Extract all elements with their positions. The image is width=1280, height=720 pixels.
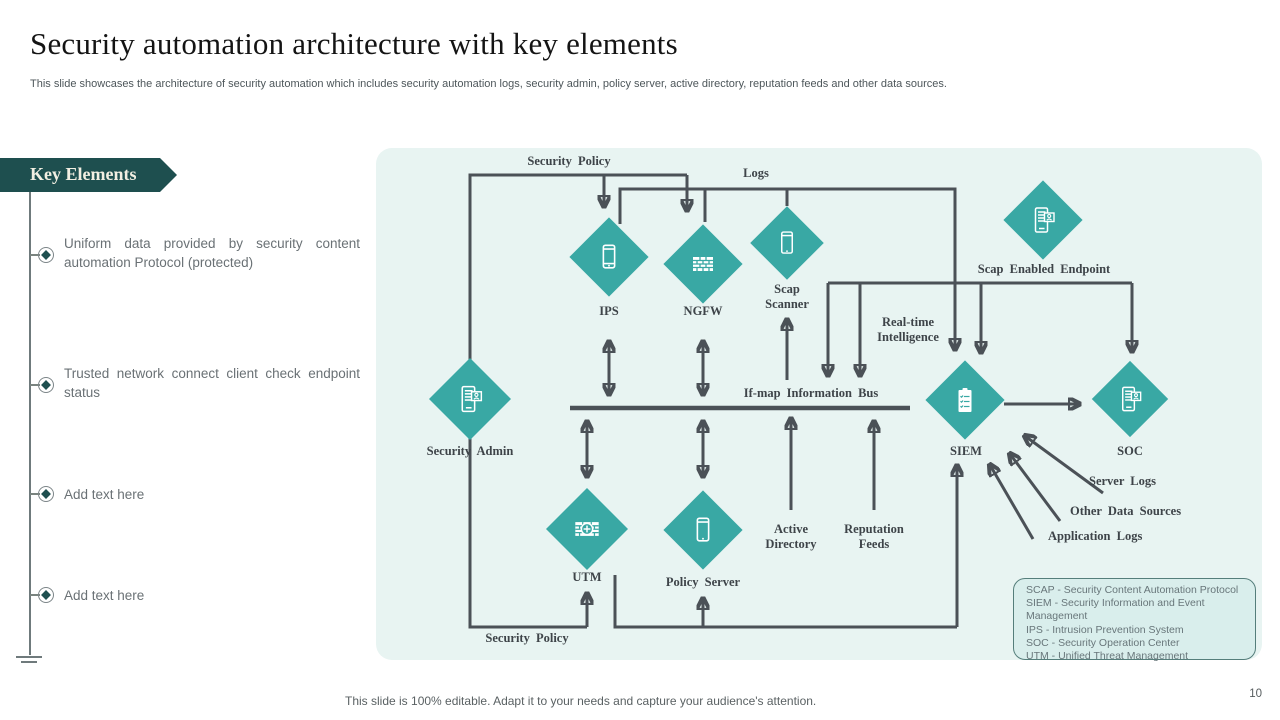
node-scap-enabled-endpoint[interactable] [1003,180,1083,260]
node-label-siem: SIEM [950,444,982,458]
legend-line-scap: SCAP - Security Content Automation Proto… [1026,584,1239,596]
bullet-marker-icon [38,377,54,393]
key-element-item-1[interactable]: Uniform data provided by security conten… [64,236,360,270]
key-elements-banner: Key Elements [0,158,177,192]
node-label-scap-scanner: Scap Scanner [765,282,809,311]
node-security-admin[interactable] [428,357,512,441]
node-label-ngfw: NGFW [683,304,723,318]
device-user-icon [1034,207,1055,233]
edge-label-reputation-feeds: Reputation Feeds [844,522,904,551]
device-user-icon [461,385,483,413]
edge-label-server-logs: Server Logs [1089,474,1156,488]
bullet-connector [30,384,40,386]
edge-label-logs: Logs [743,166,769,180]
page-number: 10 [1249,688,1262,700]
timeline-ground-icon [16,656,42,658]
bullet-marker-icon [38,587,54,603]
connector-lines [468,173,1262,629]
edge-label-other-data-sources: Other Data Sources [1070,504,1182,518]
key-element-item-4[interactable]: Add text here [64,588,145,603]
node-label-security-admin: Security Admin [426,444,514,458]
node-label-policy-server: Policy Server [665,575,741,589]
legend-line-siem: SIEM - Security Information and Event Ma… [1026,597,1205,623]
node-soc[interactable] [1091,360,1169,438]
legend-line-ips: IPS - Intrusion Prevention System [1026,623,1184,636]
bullet-connector [30,594,40,596]
architecture-diagram-panel: IPS NGFW Scap Scanner Scap Enabled Endpo… [376,148,1262,663]
node-label-soc: SOC [1117,444,1143,458]
firewall-bricks-icon [693,257,713,271]
key-elements-heading: Key Elements [30,164,137,184]
abbreviation-legend-box[interactable]: SCAP - Security Content Automation Proto… [1013,578,1256,663]
bullet-marker-icon [38,486,54,502]
node-policy-server[interactable] [663,490,743,570]
page-title: Security automation architecture with ke… [30,26,678,61]
edge-label-security-policy-top: Security Policy [527,154,611,168]
timeline-line [29,192,31,655]
key-element-item-2[interactable]: Trusted network connect client check end… [64,366,360,400]
legend-line-utm: UTM - Unified Threat Management [1026,650,1189,663]
timeline-ground-icon [21,661,37,663]
footer-note: This slide is 100% editable. Adapt it to… [345,694,817,708]
page-subtitle: This slide showcases the architecture of… [30,78,947,90]
node-siem[interactable] [925,360,1005,440]
legend-line-soc: SOC - Security Operation Center [1026,636,1180,649]
bullet-connector [30,254,40,256]
node-ngfw[interactable] [663,224,743,304]
smartphone-icon [602,244,616,269]
edge-label-application-logs: Application Logs [1048,529,1143,543]
key-element-item-3[interactable]: Add text here [64,487,145,502]
node-label-scap-enabled-endpoint: Scap Enabled Endpoint [977,262,1111,276]
device-user-icon [1122,386,1142,412]
edge-label-security-policy-bottom: Security Policy [485,631,569,645]
firewall-gear-icon [575,522,599,536]
node-ips[interactable] [569,217,649,297]
smartphone-icon [781,231,793,254]
clipboard-checklist-icon [958,388,972,412]
node-scap-scanner[interactable] [750,206,824,280]
node-utm[interactable] [545,487,629,571]
edge-label-active-directory: Active Directory [765,522,817,551]
edge-label-ifmap-bus: If-map Information Bus [743,386,879,400]
node-label-utm: UTM [572,570,602,584]
bullet-connector [30,493,40,495]
bullet-marker-icon [38,247,54,263]
edge-label-realtime-intelligence: Real-time Intelligence [877,315,939,344]
smartphone-icon [696,517,710,542]
node-label-ips: IPS [599,304,619,318]
